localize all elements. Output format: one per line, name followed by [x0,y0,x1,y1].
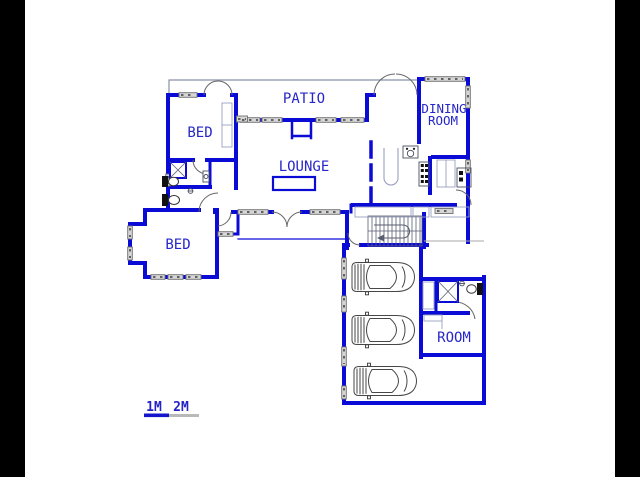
basin-icon [202,170,210,183]
window [185,274,202,280]
window [465,159,471,174]
window [424,76,466,82]
bathroom2-fixtures [422,280,483,310]
wall [342,243,486,405]
scale-label-1m: 1M [146,400,162,415]
scale-bar-blue [144,413,169,418]
window [236,115,248,123]
scale-bar-gray [169,414,199,417]
room-labels: BED PATIO DINING ROOM LOUNGE BED ROOM [165,91,471,346]
window [127,225,133,240]
wardrobe [221,102,233,148]
shower-icon [169,161,187,179]
door-arc [347,232,361,246]
wall [128,208,219,279]
toilet-icon [162,194,180,206]
patio-step [290,118,313,140]
tap-icon [187,188,194,194]
door-arc [217,80,233,96]
window [341,295,347,313]
toilet-icon [466,283,483,295]
toilet-icon [162,176,179,187]
door-arc [198,192,219,213]
scale-label-2m: 2M [173,400,189,415]
oven-icon [456,167,472,188]
tap-icon [459,280,465,287]
door-arc [217,211,232,227]
window [167,274,184,280]
linen-closet [422,281,435,310]
room-label-room: ROOM [437,330,471,346]
sink-icon [402,145,419,159]
room-label-bed-lower: BED [165,237,190,253]
window [309,209,341,215]
shower-icon [437,280,459,303]
kitchen-counter [383,148,399,186]
scale-bar: 1M 2M [144,400,199,418]
door-arc [455,189,472,206]
bathroom1-fixtures [162,161,210,206]
kitchen-fixtures [383,145,472,188]
window [237,209,269,215]
room-closet [423,314,443,329]
window [150,274,166,280]
window [127,246,133,261]
room-label-dining-1: DINING [421,101,466,116]
door-arc [203,80,219,96]
lounge-table [271,175,317,192]
door-arc [395,73,418,96]
stove-icon [418,161,430,187]
room-label-bed-top: BED [187,125,212,141]
kitchen-island [436,159,456,188]
window [341,385,347,400]
door-arc [286,211,303,228]
staircase-icon [367,215,423,247]
wall-jamb [213,208,219,214]
hall-cupboards [354,206,470,218]
letterbox-bar-right [615,0,640,477]
letterbox-bar-left [0,0,25,477]
window [217,231,234,237]
patio-outline [168,79,419,93]
furniture [221,102,484,329]
room-label-dining-2: ROOM [428,113,458,128]
window-ticks [129,78,469,397]
room-label-lounge: LOUNGE [279,159,330,175]
door-arc [373,73,396,96]
room-label-patio: PATIO [283,91,325,107]
